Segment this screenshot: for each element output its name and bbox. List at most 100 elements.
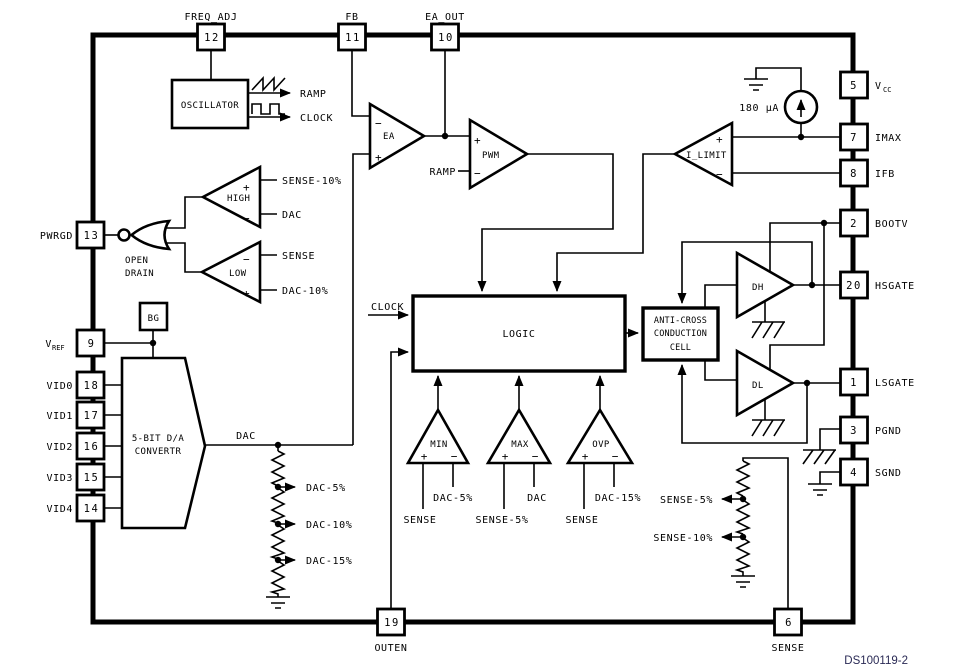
pin-vid1: 17 VID1 bbox=[47, 400, 106, 430]
ea-minus: − bbox=[375, 117, 382, 130]
sense-10-label: SENSE-10% bbox=[653, 533, 713, 544]
pin-label: PGND bbox=[875, 426, 901, 437]
pin-vid2: 16 VID2 bbox=[47, 431, 106, 461]
pin-vid4: 14 VID4 bbox=[47, 493, 106, 523]
pin-pgnd: 3 PGND bbox=[839, 415, 901, 445]
pwm-minus: − bbox=[474, 167, 481, 180]
anti-cross-cell-block: ANTI-CROSS CONDUCTION CELL bbox=[641, 306, 720, 362]
max-minus-signal: DAC bbox=[527, 493, 547, 504]
low-label: LOW bbox=[229, 269, 247, 279]
ovp-comparator: OVP + − DAC-15% SENSE bbox=[565, 407, 641, 526]
pin-label: VID2 bbox=[47, 442, 73, 453]
bias-current-source: 180 µA bbox=[739, 78, 819, 141]
ilimit-comparator: + − I_LIMIT bbox=[672, 120, 734, 188]
ovp-label: OVP bbox=[592, 440, 610, 450]
slash-ground-icon bbox=[751, 321, 785, 339]
ramp-out-label: RAMP bbox=[300, 89, 326, 100]
dac-5-label: DAC-5% bbox=[306, 483, 346, 494]
pin-label: IMAX bbox=[875, 133, 901, 144]
pin-label: IFB bbox=[875, 169, 895, 180]
dac-converter-block: 5-BIT D/A CONVERTR DAC bbox=[120, 356, 256, 530]
pin-number: 18 bbox=[84, 380, 100, 392]
pin-ifb: 8 IFB bbox=[839, 158, 895, 188]
pin-number: 15 bbox=[84, 472, 100, 484]
dac-out-label: DAC bbox=[236, 431, 256, 442]
pwm-comparator: + − PWM RAMP bbox=[430, 117, 530, 191]
pin-label-subscript: CC bbox=[883, 86, 891, 94]
dh-label: DH bbox=[752, 283, 764, 293]
pin-number: 5 bbox=[850, 80, 858, 92]
pin-number: 16 bbox=[84, 441, 100, 453]
pin-label: VID0 bbox=[47, 381, 73, 392]
max-plus-signal: SENSE-5% bbox=[476, 515, 529, 526]
pwm-plus: + bbox=[474, 134, 481, 147]
pin-vref: 9 V REF bbox=[45, 328, 106, 358]
pin-number: 11 bbox=[345, 32, 361, 44]
ovp-plus: + bbox=[582, 450, 589, 463]
resistor-icon bbox=[270, 450, 286, 487]
sense-5-label: SENSE-5% bbox=[660, 495, 713, 506]
cell-label-2: CONDUCTION bbox=[654, 329, 707, 339]
resistor-icon bbox=[269, 560, 287, 597]
sawtooth-icon bbox=[251, 75, 286, 93]
dac-block-label-1: 5-BIT D/A bbox=[132, 434, 185, 444]
sense-resistor-ladder: SENSE-5% SENSE-10% bbox=[653, 460, 755, 588]
pin-vid0: 18 VID0 bbox=[47, 370, 106, 400]
ilimit-plus: + bbox=[716, 133, 723, 146]
low-plus: + bbox=[243, 287, 250, 300]
logic-label: LOGIC bbox=[502, 329, 535, 340]
clock-out-label: CLOCK bbox=[300, 113, 333, 124]
ilimit-minus: − bbox=[716, 168, 723, 181]
pwrgd-gate: OPEN DRAIN bbox=[117, 219, 172, 279]
low-minus-signal: SENSE bbox=[282, 251, 315, 262]
pin-label: BOOTV bbox=[875, 219, 908, 230]
pin-sgnd: 4 SGND bbox=[839, 457, 901, 487]
min-minus-signal: DAC-5% bbox=[433, 493, 473, 504]
resistor-icon bbox=[734, 537, 752, 576]
pin-outen: 19 OUTEN bbox=[374, 607, 407, 654]
ea-plus: + bbox=[375, 151, 382, 164]
pin-number: 12 bbox=[204, 32, 220, 44]
ilimit-label: I_LIMIT bbox=[686, 151, 727, 161]
pin-number: 9 bbox=[88, 338, 96, 350]
pin-number: 1 bbox=[850, 377, 858, 389]
pin-label: PWRGD bbox=[40, 231, 73, 242]
pin-number: 8 bbox=[850, 168, 858, 180]
dac-resistor-ladder: DAC-5% DAC-10% DAC-15% bbox=[266, 441, 352, 609]
pin-number: 7 bbox=[850, 132, 858, 144]
pin-bootv: 2 BOOTV bbox=[839, 208, 908, 238]
squarewave-icon bbox=[251, 103, 285, 115]
pin-number: 4 bbox=[850, 467, 858, 479]
pin-label: V bbox=[875, 81, 882, 92]
max-minus: − bbox=[532, 450, 539, 463]
pin-number: 19 bbox=[384, 617, 400, 629]
nor-gate-icon bbox=[129, 219, 172, 251]
high-minus: − bbox=[243, 212, 250, 225]
resistor-icon bbox=[735, 460, 751, 497]
pwm-label: PWM bbox=[482, 151, 500, 161]
high-label: HIGH bbox=[227, 194, 250, 204]
low-plus-signal: DAC-10% bbox=[282, 286, 328, 297]
min-plus-signal: SENSE bbox=[403, 515, 436, 526]
pin-label: OUTEN bbox=[374, 643, 407, 654]
pin-number: 13 bbox=[84, 230, 100, 242]
pin-number: 14 bbox=[84, 503, 100, 515]
pin-sense: 6 SENSE bbox=[771, 607, 804, 654]
open-drain-label-2: DRAIN bbox=[125, 269, 154, 279]
pin-label: EA_OUT bbox=[425, 12, 465, 23]
dl-driver: DL bbox=[735, 219, 828, 437]
pin-vid3: 15 VID3 bbox=[47, 462, 106, 492]
high-plus: + bbox=[243, 181, 250, 194]
high-plus-signal: SENSE-10% bbox=[282, 176, 342, 187]
pgnd-ground-icon bbox=[802, 449, 836, 465]
ramp-in-label: RAMP bbox=[430, 167, 456, 178]
pin-label: HSGATE bbox=[875, 281, 915, 292]
dac-block-label-2: CONVERTR bbox=[135, 447, 182, 457]
min-plus: + bbox=[421, 450, 428, 463]
pin-number: 3 bbox=[850, 425, 858, 437]
dh-driver: DH bbox=[735, 250, 816, 339]
high-comparator: + − HIGH SENSE-10% DAC bbox=[200, 164, 342, 230]
ground-icon bbox=[744, 78, 768, 91]
